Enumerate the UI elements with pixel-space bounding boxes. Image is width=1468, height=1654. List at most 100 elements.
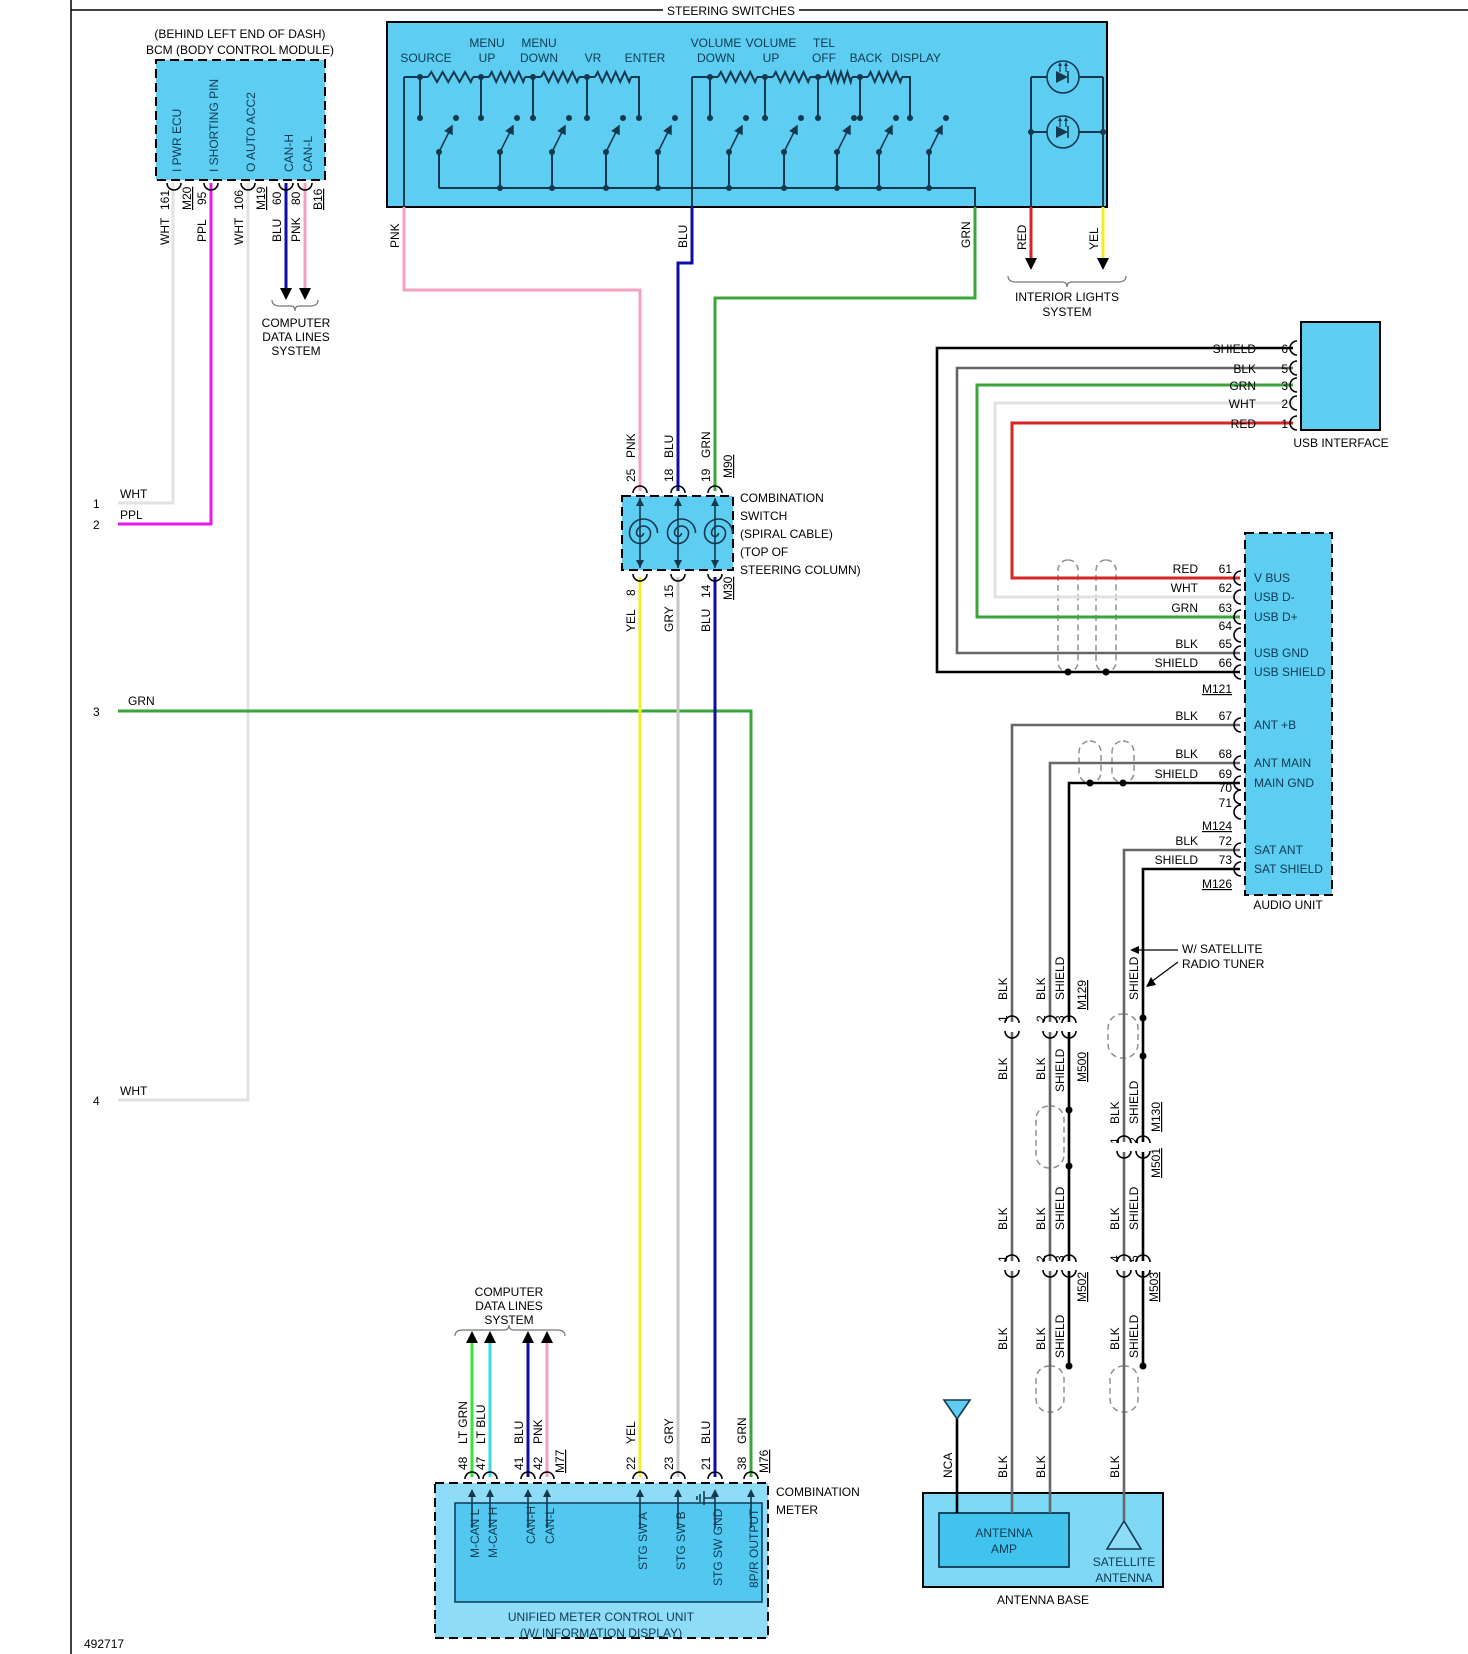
inline-connectors bbox=[1004, 1015, 1151, 1278]
edge-wire-3-color: GRN bbox=[128, 694, 155, 708]
combsw-num-15: 15 bbox=[662, 584, 676, 598]
wire-sat-ant bbox=[1122, 848, 1240, 1521]
steering-switch-circuit bbox=[403, 60, 1104, 207]
steering-switches-box bbox=[386, 21, 1108, 208]
steer-exit-yel: YEL bbox=[1087, 227, 1101, 250]
au-69-name: MAIN GND bbox=[1254, 776, 1314, 790]
stg-38-num: 38 bbox=[735, 1456, 749, 1470]
can-42-color: PNK bbox=[531, 1419, 545, 1444]
combsw-num-18: 18 bbox=[662, 468, 676, 482]
below-m502-colB: BLK bbox=[1034, 1327, 1048, 1350]
au-72-color: BLK bbox=[1175, 834, 1198, 848]
wires bbox=[118, 183, 1293, 1521]
meter-pin-stgswgnd: STG SW GND bbox=[711, 1508, 725, 1586]
below-m503-colD: BLK bbox=[1108, 1327, 1122, 1350]
audio-unit-box bbox=[1244, 532, 1333, 896]
steer-exit-pnk: PNK bbox=[388, 223, 402, 248]
m503-colD-num: 4 bbox=[1108, 1255, 1122, 1262]
cdl-bot-3: SYSTEM bbox=[484, 1313, 533, 1327]
edge-wire-2-color: PPL bbox=[120, 508, 143, 522]
au-67-name: ANT +B bbox=[1254, 718, 1296, 732]
au-65-name: USB GND bbox=[1254, 646, 1309, 660]
wire-steer-pnk bbox=[402, 207, 642, 491]
diagram-title: STEERING SWITCHES bbox=[667, 4, 795, 18]
au-67-color: BLK bbox=[1175, 709, 1198, 723]
au-73-num: 73 bbox=[1219, 853, 1233, 867]
meter-pin-8pr: 8P/R OUTPUT bbox=[747, 1508, 761, 1588]
cdl-bot-1: COMPUTER bbox=[475, 1285, 544, 1299]
bcm-box bbox=[155, 59, 326, 181]
conn-m501: M501 bbox=[1149, 1148, 1163, 1178]
au-66-name: USB SHIELD bbox=[1254, 665, 1326, 679]
bcm-conn-m19: M19 bbox=[254, 186, 268, 210]
conn-m502: M502 bbox=[1075, 1272, 1089, 1302]
m502-colA-num: 1 bbox=[996, 1255, 1010, 1262]
au-62-name: USB D- bbox=[1254, 590, 1295, 604]
au-66-num: 66 bbox=[1219, 656, 1233, 670]
m129-colB-color: BLK bbox=[1034, 977, 1048, 1000]
usb-row1-num: 1 bbox=[1281, 417, 1288, 431]
bcm-num-80: 80 bbox=[289, 191, 303, 205]
edge-wire-1-color: WHT bbox=[120, 487, 148, 501]
m503-colE-color: SHIELD bbox=[1127, 1186, 1141, 1230]
edge-wire-4-color: WHT bbox=[120, 1084, 148, 1098]
wire-ant-b bbox=[1010, 723, 1240, 1513]
combsw-num-19: 19 bbox=[699, 468, 713, 482]
m500-colA-color: BLK bbox=[996, 1057, 1010, 1080]
au-72-num: 72 bbox=[1219, 834, 1233, 848]
m130-colE-color: SHIELD bbox=[1127, 1080, 1141, 1124]
antenna-amp-2: AMP bbox=[991, 1542, 1017, 1556]
cdl-top-1: COMPUTER bbox=[262, 316, 331, 330]
can-41-num: 41 bbox=[512, 1456, 526, 1470]
bcm-num-161: 161 bbox=[158, 190, 172, 210]
bcm-pin-auto-acc2: O AUTO ACC2 bbox=[244, 92, 258, 172]
au-conn-m126: M126 bbox=[1202, 877, 1232, 891]
bcm-pin-can-l: CAN-L bbox=[301, 136, 315, 172]
bcm-conn-b16: B16 bbox=[311, 188, 325, 210]
comb-meter-2: METER bbox=[776, 1503, 818, 1517]
m502-colB-color: BLK bbox=[1034, 1207, 1048, 1230]
wire-usb-blk bbox=[955, 366, 1293, 655]
combsw-conn-m90: M90 bbox=[721, 454, 735, 478]
bottom-nca: NCA bbox=[941, 1453, 955, 1478]
au-69-color: SHIELD bbox=[1155, 767, 1199, 781]
sw-menu-up-1: MENU bbox=[469, 36, 504, 50]
can-48-color: LT GRN bbox=[456, 1401, 470, 1444]
conn-m500: M500 bbox=[1075, 1052, 1089, 1082]
below-m502-colC: SHIELD bbox=[1053, 1314, 1067, 1358]
umcu-title-1: UNIFIED METER CONTROL UNIT bbox=[508, 1610, 695, 1624]
usb-row3-color: GRN bbox=[1229, 379, 1256, 393]
m502-colC-color: SHIELD bbox=[1053, 1186, 1067, 1230]
sat-tuner-note-1: W/ SATELLITE bbox=[1182, 942, 1262, 956]
wire-usb-shield bbox=[935, 346, 1293, 674]
bcm-wire-blu: BLU bbox=[270, 219, 284, 242]
steer-exit-blu: BLU bbox=[676, 225, 690, 248]
bcm-num-95: 95 bbox=[195, 191, 209, 205]
wire-shorting-pin bbox=[118, 183, 213, 526]
sw-vol-down-2: DOWN bbox=[697, 51, 735, 65]
m502-colA-color: BLK bbox=[996, 1207, 1010, 1230]
stg-22-color: YEL bbox=[624, 1421, 638, 1444]
interior-lights-2: SYSTEM bbox=[1042, 305, 1091, 319]
combsw-num-14: 14 bbox=[699, 584, 713, 598]
bottom-blk-d: BLK bbox=[1108, 1455, 1122, 1478]
au-64-num: 64 bbox=[1219, 619, 1233, 633]
bcm-pin-shorting-pin: I SHORTING PIN bbox=[207, 79, 221, 172]
conn-m76: M76 bbox=[757, 1449, 771, 1473]
sw-source: SOURCE bbox=[400, 51, 451, 65]
ground-icon bbox=[696, 1491, 715, 1505]
m503-colD-color: BLK bbox=[1108, 1207, 1122, 1230]
sw-enter: ENTER bbox=[625, 51, 666, 65]
conn-m130: M130 bbox=[1149, 1102, 1163, 1132]
usb-row5-num: 5 bbox=[1281, 362, 1288, 376]
can-48-num: 48 bbox=[456, 1456, 470, 1470]
combsw-color-grn: GRN bbox=[699, 431, 713, 458]
edge-wire-1-num: 1 bbox=[93, 497, 100, 511]
bcm-wire-ppl: PPL bbox=[195, 219, 209, 242]
m129-colA-num: 1 bbox=[996, 1015, 1010, 1022]
sw-back: BACK bbox=[850, 51, 883, 65]
bottom-blk-b: BLK bbox=[1034, 1455, 1048, 1478]
combsw-cap-1: COMBINATION bbox=[740, 491, 824, 505]
